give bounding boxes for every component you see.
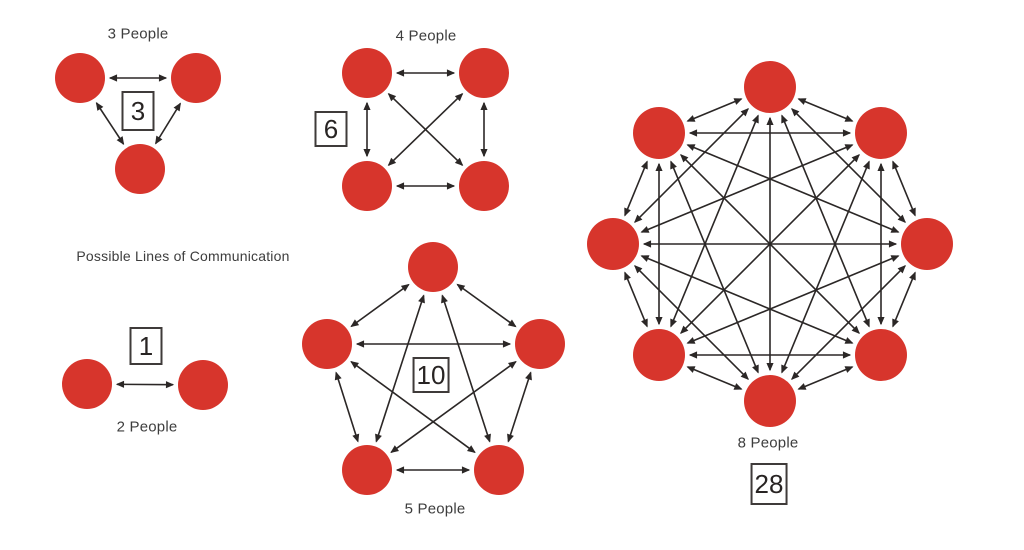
8-people-communication-line-2-7 bbox=[640, 144, 854, 233]
8-people-person-node-6 bbox=[633, 329, 685, 381]
count-box-4-people: 6 bbox=[314, 111, 348, 147]
8-people-communication-line-4-5 bbox=[797, 366, 854, 390]
5-people-person-node-3 bbox=[474, 445, 524, 495]
5-people-person-node-5 bbox=[302, 319, 352, 369]
8-people-communication-line-1-6 bbox=[670, 114, 759, 328]
3-people-communication-line-1-3 bbox=[95, 102, 125, 145]
4-people-graph bbox=[342, 48, 509, 211]
4-people-person-node-2 bbox=[459, 48, 509, 98]
8-people-communication-line-5-6 bbox=[686, 366, 743, 390]
8-people-communication-line-1-2 bbox=[797, 98, 854, 122]
5-people-communication-line-1-5 bbox=[350, 283, 410, 328]
8-people-communication-line-3-8 bbox=[686, 144, 900, 233]
3-people-person-node-1 bbox=[55, 53, 105, 103]
8-people-communication-line-1-4 bbox=[781, 114, 870, 328]
2-people-graph bbox=[62, 359, 228, 410]
8-people-communication-line-2-5 bbox=[781, 160, 870, 374]
3-people-graph bbox=[55, 53, 221, 194]
3-people-person-node-2 bbox=[171, 53, 221, 103]
figure-title: Possible Lines of Communication bbox=[76, 248, 290, 264]
count-box-3-people: 3 bbox=[121, 91, 155, 131]
8-people-person-node-4 bbox=[855, 329, 907, 381]
8-people-communication-line-3-6 bbox=[686, 255, 900, 344]
2-people-person-node-1 bbox=[62, 359, 112, 409]
5-people-graph bbox=[302, 242, 565, 495]
8-people-person-node-3 bbox=[901, 218, 953, 270]
8-people-person-node-1 bbox=[744, 61, 796, 113]
count-box-2-people: 1 bbox=[129, 327, 163, 365]
3-people-person-node-3 bbox=[115, 144, 165, 194]
8-people-person-node-2 bbox=[855, 107, 907, 159]
2-people-person-node-2 bbox=[178, 360, 228, 410]
4-people-person-node-4 bbox=[342, 161, 392, 211]
8-people-graph bbox=[587, 61, 953, 427]
8-people-communication-line-4-7 bbox=[640, 255, 854, 344]
8-people-communication-line-1-8 bbox=[686, 98, 743, 122]
8-people-communication-line-3-4 bbox=[892, 271, 916, 328]
5-people-communication-line-1-2 bbox=[456, 283, 517, 328]
count-box-5-people: 10 bbox=[412, 357, 450, 393]
8-people-communication-line-7-8 bbox=[624, 160, 648, 217]
label-3-people: 3 People bbox=[107, 25, 169, 43]
4-people-person-node-1 bbox=[342, 48, 392, 98]
count-box-8-people: 28 bbox=[750, 463, 788, 505]
8-people-communication-line-5-8 bbox=[670, 160, 759, 374]
label-2-people: 2 People bbox=[116, 418, 178, 436]
5-people-person-node-4 bbox=[342, 445, 392, 495]
8-people-communication-line-2-3 bbox=[892, 160, 916, 217]
4-people-communication-line-2-4 bbox=[387, 92, 464, 167]
5-people-person-node-1 bbox=[408, 242, 458, 292]
5-people-communication-line-2-3 bbox=[507, 371, 532, 443]
label-5-people: 5 People bbox=[404, 500, 466, 518]
8-people-person-node-8 bbox=[633, 107, 685, 159]
5-people-communication-line-2-4 bbox=[390, 361, 517, 453]
5-people-communication-line-3-5 bbox=[350, 360, 476, 454]
5-people-communication-line-4-5 bbox=[334, 371, 360, 443]
label-8-people: 8 People bbox=[737, 434, 799, 452]
label-4-people: 4 People bbox=[395, 27, 457, 45]
5-people-person-node-2 bbox=[515, 319, 565, 369]
8-people-communication-line-6-7 bbox=[624, 271, 648, 328]
8-people-person-node-5 bbox=[744, 375, 796, 427]
4-people-person-node-3 bbox=[459, 161, 509, 211]
8-people-person-node-7 bbox=[587, 218, 639, 270]
3-people-communication-line-2-3 bbox=[155, 102, 181, 145]
